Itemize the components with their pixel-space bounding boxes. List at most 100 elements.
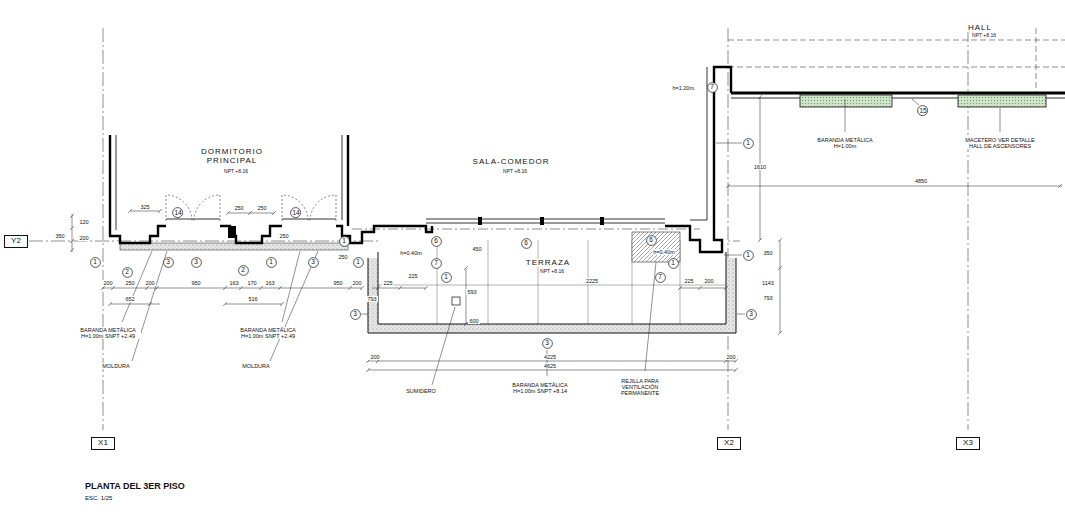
level-mark: NPT +8.16: [971, 33, 997, 39]
callout-circle: [308, 257, 318, 267]
dimension-value: 4225: [543, 354, 557, 360]
callout-circle: [542, 338, 552, 348]
callout-text: 1: [342, 238, 346, 245]
callout-text: 1: [93, 259, 97, 266]
dimension-value: 793: [762, 295, 773, 301]
callout-text: 1: [671, 260, 675, 267]
callout-number: 3: [191, 257, 202, 268]
dimension-value: 200: [703, 278, 714, 284]
annotation-note: MOLDURA: [101, 363, 131, 369]
dimension-value: 2225: [585, 278, 599, 284]
dimension-value: 120: [78, 219, 89, 225]
dimension-value: 793: [366, 296, 377, 302]
leader-lines: [122, 99, 1000, 385]
axis-label: Y2: [11, 237, 21, 245]
dimension-value: 250: [337, 254, 348, 260]
dimension-line: [108, 302, 160, 306]
level-mark: NPT +8.16: [502, 169, 528, 175]
dimension-value: 200: [78, 235, 89, 241]
dimension-line: [778, 238, 782, 335]
grid-axis-tag: X3: [956, 437, 980, 450]
dimension-value: 200: [144, 280, 155, 286]
callout-text: 3: [545, 340, 549, 347]
dimension-value: 950: [190, 280, 201, 286]
callout-number: 6: [431, 236, 442, 247]
dimension-line: [70, 214, 74, 252]
callout-circle: [646, 235, 656, 245]
annotation-note: BARANDA METÁLICA H=1.00m SNPT +2.49: [75, 327, 141, 339]
dimension-value: 450: [471, 246, 482, 252]
callout-text: 2: [125, 269, 129, 276]
annotation-note: MACETERO VER DETALLE HALL DE ASCENSORES: [959, 137, 1041, 149]
callout-text: 14: [174, 210, 181, 217]
callout-circle: [173, 208, 183, 218]
dimension-value: 1143: [761, 280, 775, 286]
callout-circle: [707, 82, 717, 92]
callout-number: 3: [542, 338, 553, 349]
callout-circle: [350, 309, 360, 319]
room-name: DORMITORIO PRINCIPAL: [191, 148, 273, 166]
callout-circle: [266, 257, 276, 267]
dimension-value: 4850: [914, 178, 928, 184]
callout-circle: [521, 238, 531, 248]
dimension-line: [226, 211, 276, 215]
room-name: SALA-COMEDOR: [472, 158, 551, 167]
annotation-note: h=0.40m: [399, 250, 423, 256]
dimension-value: 250: [278, 233, 289, 239]
dimension-value: 950: [332, 280, 343, 286]
callout-circle: [431, 236, 441, 246]
dimension-value: 600: [468, 318, 479, 324]
callout-circle: [441, 272, 451, 282]
callout-text: 3: [749, 311, 753, 318]
callout-text: 14: [292, 210, 299, 217]
dimension-value: 200: [102, 280, 113, 286]
annotation-note: BARANDA METÁLICA H=1.00m: [813, 137, 877, 149]
callout-text: 6: [524, 240, 528, 247]
callout-number: 1: [90, 257, 101, 268]
callout-text: 1: [269, 259, 273, 266]
dimension-line: [726, 184, 1062, 188]
callout-text: 6: [434, 238, 438, 245]
callout-text: 1: [356, 259, 360, 266]
callout-number: 1: [743, 250, 754, 261]
callout-number: 1: [353, 257, 364, 268]
grid-axis-tag: Y2: [4, 235, 28, 248]
annotation-note: REJILLA PARA VENTILACIÓN PERMANENTE: [609, 378, 671, 396]
axis-label: X3: [963, 439, 973, 447]
callout-number: 3: [163, 257, 174, 268]
callout-text: 15: [919, 108, 926, 115]
dimension-value: 516: [247, 296, 258, 302]
callout-text: 3: [311, 259, 315, 266]
callout-circle: [743, 250, 753, 260]
grid-axis-tag: X1: [91, 437, 115, 450]
dimension-value: 225: [683, 278, 694, 284]
callout-circle: [163, 257, 173, 267]
callout-number: 7: [655, 272, 666, 283]
dimension-value: 1610: [753, 164, 767, 170]
dimension-line: [223, 302, 284, 306]
callout-number: 6: [646, 235, 657, 246]
dimension-line: [678, 286, 728, 290]
callout-circle: [291, 208, 301, 218]
callout-circle: [353, 257, 363, 267]
axis-label: X2: [724, 439, 734, 447]
callout-text: 1: [444, 274, 448, 281]
callout-text: 3: [194, 259, 198, 266]
callout-number: 1: [668, 258, 679, 269]
callout-circle: [918, 106, 928, 116]
annotation-note: h=1.20m.: [671, 85, 696, 91]
callout-circle: [122, 267, 132, 277]
dimension-line: [372, 286, 428, 290]
callout-circle: [191, 257, 201, 267]
callout-text: 6: [649, 237, 653, 244]
room-name: HALL: [967, 24, 993, 33]
callout-circle: [655, 272, 665, 282]
door-swings: [166, 195, 336, 221]
dimension-value: 250: [124, 280, 135, 286]
callout-circle: [431, 258, 441, 268]
dimension-value: 325: [139, 204, 150, 210]
dimension-line: [101, 286, 364, 290]
callout-circle: [238, 265, 248, 275]
callout-text: 1: [746, 140, 750, 147]
